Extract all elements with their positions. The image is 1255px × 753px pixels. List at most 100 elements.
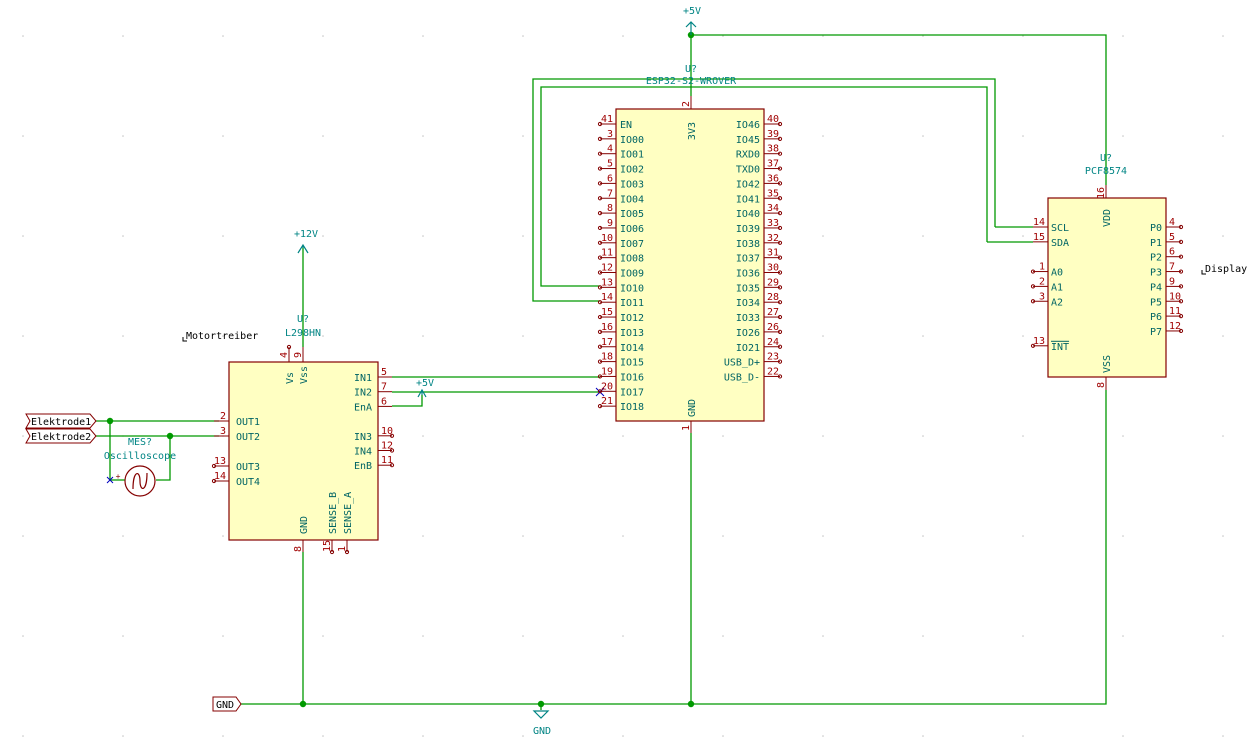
grid-dot	[1222, 35, 1224, 37]
esp32-pin-number: 15	[601, 307, 613, 318]
esp32-pin-name: IO46	[736, 120, 760, 131]
pin-end-marker	[597, 285, 603, 290]
pcf-pin-name: VSS	[1102, 355, 1113, 373]
esp32-pin-number: 38	[767, 144, 779, 155]
pin-end-marker	[597, 404, 603, 409]
label-gnd-box	[212, 696, 242, 712]
esp32-pin-name: IO14	[620, 343, 644, 354]
pcf8574[interactable]: U?PCF857414SCL15SDA1A02A13A213INT4P05P16…	[1030, 153, 1184, 390]
esp32-pin-number: 10	[601, 233, 613, 244]
grid-dot	[22, 535, 24, 537]
oscilloscope[interactable]: MES?Oscilloscope+	[104, 437, 176, 497]
power-12v-label: +12V	[294, 229, 318, 240]
pin-end-marker	[597, 300, 603, 305]
pin-end-marker	[597, 181, 603, 186]
grid-dot	[122, 335, 124, 337]
gnd-symbol	[532, 710, 550, 719]
pin-end-marker	[777, 344, 783, 349]
esp32-pin-name: USB_D+	[724, 358, 760, 369]
grid-dot	[322, 635, 324, 637]
esp32-pin-name: IO04	[620, 194, 644, 205]
pin-end-marker	[777, 300, 783, 305]
grid-dot	[322, 135, 324, 137]
grid-dot	[522, 535, 524, 537]
pcf-pin-name: VDD	[1102, 209, 1113, 227]
l298-body	[228, 361, 379, 541]
esp32-pin-name: IO13	[620, 328, 644, 339]
grid-dot	[422, 535, 424, 537]
pin-end-marker	[597, 196, 603, 201]
grid-dot	[1022, 335, 1024, 337]
esp32-pin-number: 34	[767, 203, 779, 214]
junction-dot	[106, 417, 114, 425]
l298-pin-number: 14	[214, 471, 226, 482]
l298-pin-number: 1	[337, 546, 348, 552]
global-labels	[25, 413, 242, 712]
esp32-pin-number: 12	[601, 263, 613, 274]
pcf-pin-name: SDA	[1051, 238, 1069, 249]
pin-end-marker	[211, 463, 217, 469]
esp32-pin-name: USB_D-	[724, 372, 760, 383]
grid-dot	[522, 635, 524, 637]
grid-dot	[822, 235, 824, 237]
grid-dot	[1122, 35, 1124, 37]
grid-dot	[822, 335, 824, 337]
pin-end-marker	[211, 478, 217, 484]
esp32-pin-number: 14	[601, 292, 613, 303]
pin-end-marker	[597, 225, 603, 231]
esp32-pin-name: IO34	[736, 298, 760, 309]
esp32-pin-number: 33	[767, 218, 779, 229]
pcf-pin-number: 4	[1169, 217, 1175, 228]
grid-dot	[1122, 135, 1124, 137]
esp32-s2-wrover[interactable]: U?ESP32-S2-WROVER41EN3IO004IO015IO026IO0…	[597, 64, 783, 433]
power-5v-top-symbol	[685, 21, 697, 35]
no-connect-marker	[106, 476, 114, 484]
grid-dot	[722, 535, 724, 537]
pin-end-marker	[389, 448, 395, 453]
oscilloscope-plus-marker: +	[116, 472, 121, 481]
gnd-symbol-label: GND	[533, 726, 551, 737]
grid-dot	[622, 435, 624, 437]
power-symbols	[297, 21, 697, 719]
pin-end-marker	[777, 240, 783, 245]
esp32-pin-number: 7	[607, 188, 613, 199]
esp32-pin-name: IO38	[736, 239, 760, 250]
grid-dot	[1122, 535, 1124, 537]
grid-dot	[222, 735, 224, 737]
l298-pin-number: 9	[293, 352, 304, 358]
pcf-pin-number: 5	[1169, 232, 1175, 243]
esp32-pin-name: IO15	[620, 358, 644, 369]
pin-end-marker	[1178, 314, 1184, 319]
grid-dot	[122, 735, 124, 737]
grid-dot	[922, 435, 924, 437]
esp32-value: ESP32-S2-WROVER	[646, 76, 737, 87]
l298-pin-number: 2	[220, 411, 226, 422]
esp32-pin-number: 28	[767, 292, 779, 303]
junction-dot	[166, 432, 174, 440]
l298-pin-number: 7	[381, 382, 387, 393]
pcf-pin-name: SCL	[1051, 223, 1069, 234]
l298-pin-name: EnA	[354, 402, 372, 413]
grid-dot	[1222, 535, 1224, 537]
grid-dot	[22, 235, 24, 237]
grid-dot	[922, 635, 924, 637]
esp32-pin-number: 26	[767, 322, 779, 333]
esp32-body	[615, 108, 765, 422]
grid-dot	[922, 235, 924, 237]
pcf-pin-number: 3	[1039, 291, 1045, 302]
esp32-pin-number: 6	[607, 173, 613, 184]
pcf-pin-number: 2	[1039, 276, 1045, 287]
grid-dot	[22, 435, 24, 437]
l298hn[interactable]: U?L298HN2OUT13OUT213OUT314OUT45IN17IN26E…	[211, 314, 395, 555]
wires	[96, 34, 1107, 710]
esp32-pin-number: 9	[607, 218, 613, 229]
l298-pin-number: 3	[220, 426, 226, 437]
esp32-pin-name: TXD0	[736, 165, 760, 176]
wire-sda	[540, 86, 988, 287]
l298-pin-number: 6	[381, 396, 387, 407]
grid-dot	[1022, 435, 1024, 437]
grid-dot	[22, 735, 24, 737]
esp32-pin-number: 30	[767, 263, 779, 274]
esp32-pin-name: IO16	[620, 372, 644, 383]
